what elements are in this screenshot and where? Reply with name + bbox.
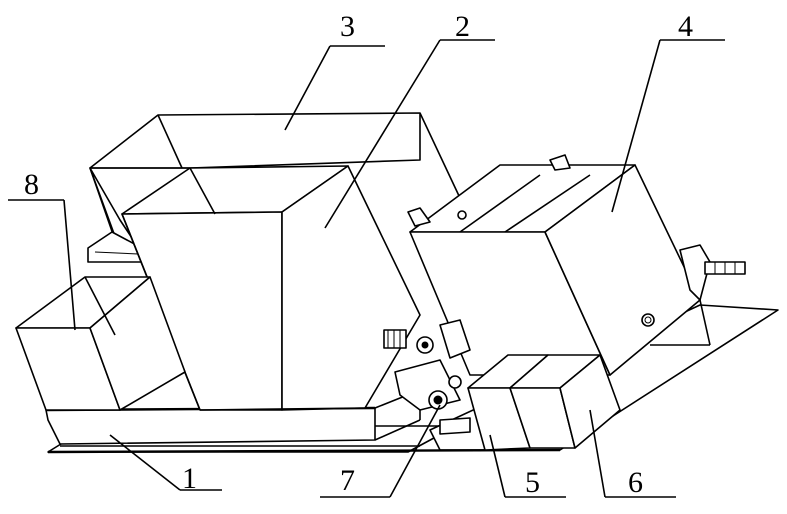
label-8: 8 (24, 168, 39, 201)
label-4: 4 (678, 10, 693, 43)
main-hopper (121, 165, 421, 411)
motor-assembly (383, 319, 471, 435)
label-1: 1 (182, 462, 197, 495)
left-box (15, 276, 186, 411)
leader-lines (8, 39, 725, 498)
bin-6 (509, 354, 621, 449)
label-5: 5 (525, 466, 540, 499)
label-7: 7 (340, 464, 355, 497)
label-6: 6 (628, 466, 643, 499)
label-3: 3 (340, 10, 355, 43)
label-2: 2 (455, 10, 470, 43)
